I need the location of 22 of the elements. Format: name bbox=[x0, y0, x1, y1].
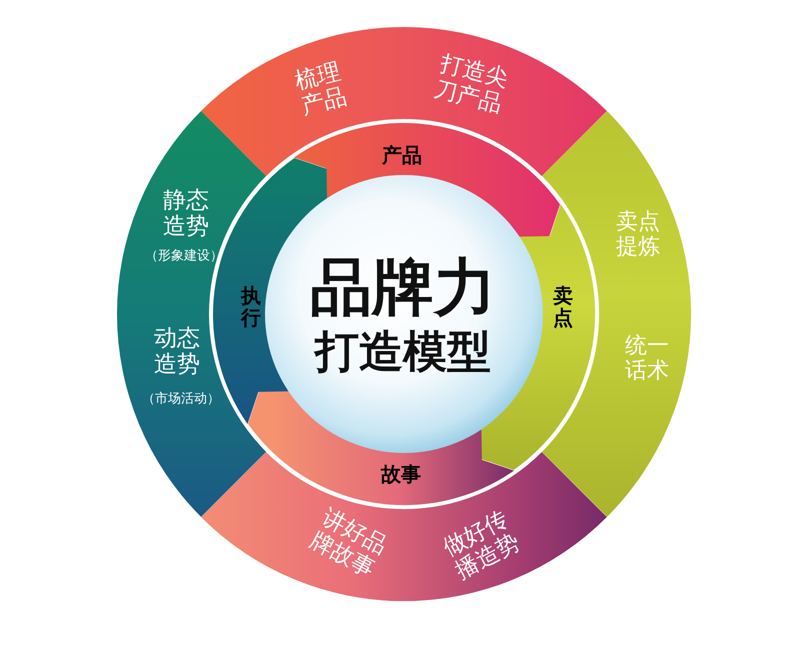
sector-note: （形象建设） bbox=[145, 250, 223, 264]
sector-text: 卖点提炼 bbox=[614, 210, 661, 260]
segment-label: 故事 bbox=[380, 462, 422, 486]
sector-text: 做好传播造势 bbox=[438, 506, 526, 586]
sector-text: 动态造势 bbox=[153, 326, 201, 378]
sector-text: 打造尖刀产品 bbox=[430, 51, 512, 119]
model-title: 打造模型 bbox=[314, 327, 492, 377]
sector-text: 讲好品牌故事 bbox=[304, 504, 392, 584]
arrow-segment bbox=[294, 123, 560, 238]
sector-text: 统一话术 bbox=[624, 334, 670, 384]
ring-sector bbox=[542, 111, 691, 517]
segment-label: 卖点 bbox=[552, 284, 574, 330]
arrow-segment bbox=[248, 390, 514, 505]
sector-note: （市场活动） bbox=[142, 392, 220, 408]
sector-text: 梳理产品 bbox=[291, 59, 350, 121]
ring-sector bbox=[201, 27, 607, 176]
segment-label: 执行 bbox=[240, 284, 262, 330]
segment-label: 产品 bbox=[380, 144, 423, 166]
sector-text: 静态造势 bbox=[162, 188, 210, 240]
ring-sector bbox=[201, 452, 607, 601]
ring-sector bbox=[117, 111, 266, 517]
model-title: 品牌力 bbox=[309, 252, 497, 322]
